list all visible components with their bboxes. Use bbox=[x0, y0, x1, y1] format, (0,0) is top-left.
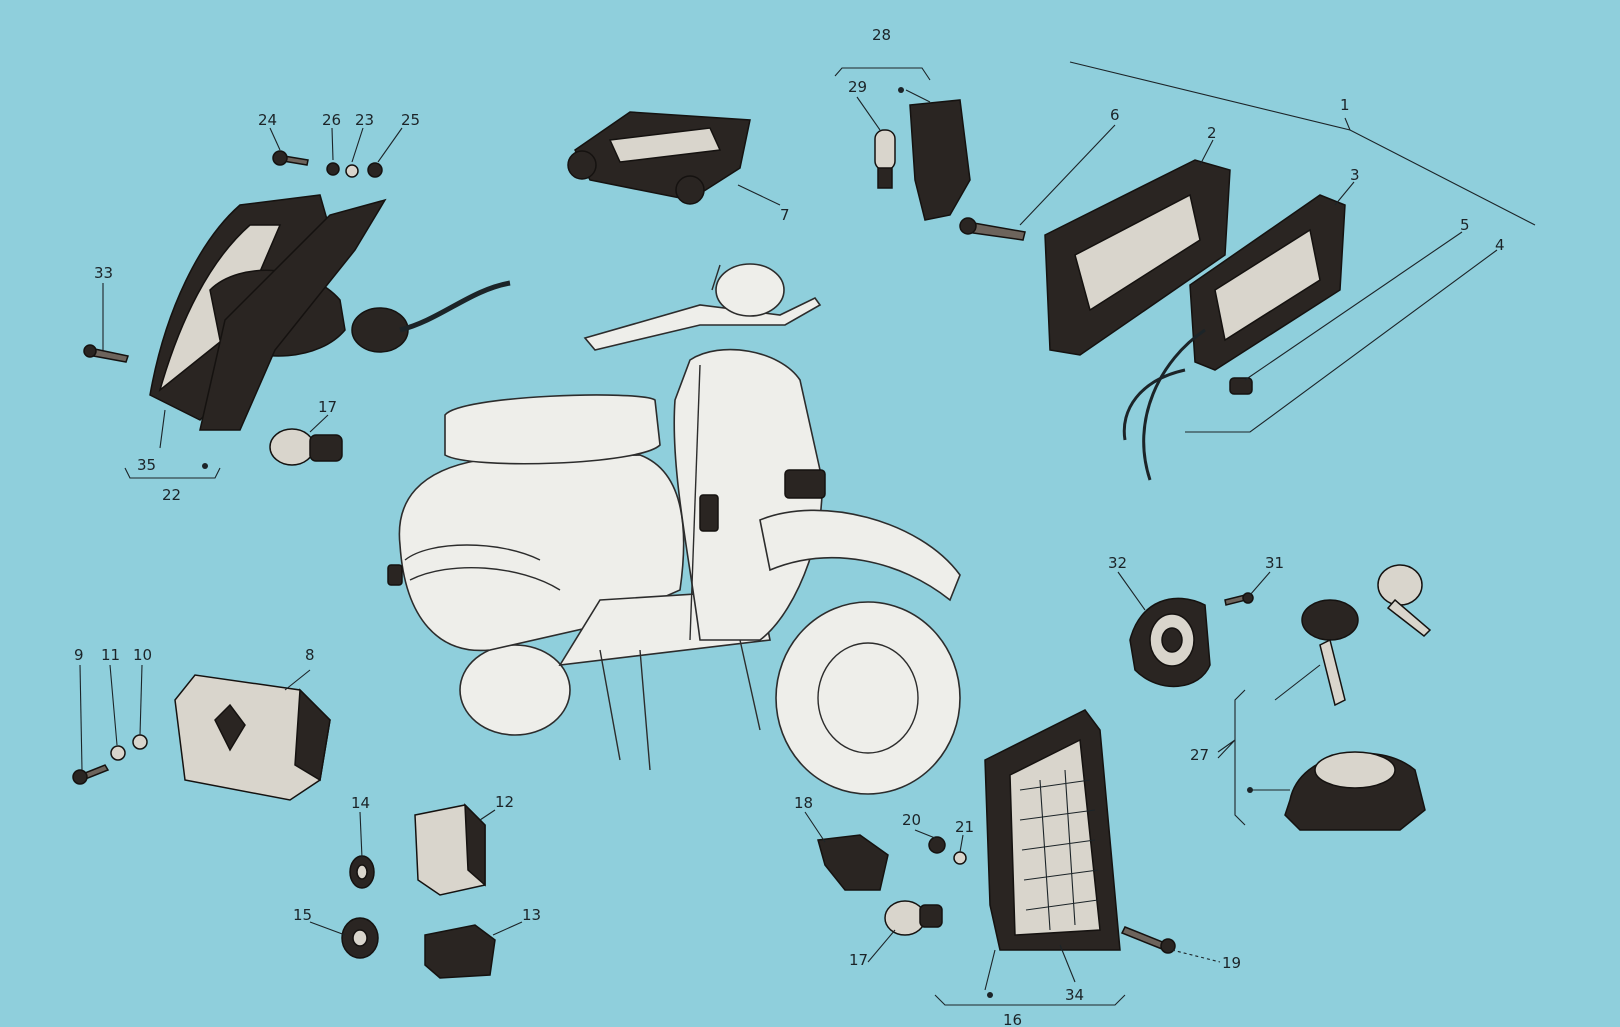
label-11: 11 bbox=[101, 646, 120, 664]
label-18: 18 bbox=[794, 794, 813, 812]
label-2: 2 bbox=[1207, 124, 1217, 142]
label-32: 32 bbox=[1108, 554, 1127, 572]
label-13: 13 bbox=[522, 906, 541, 924]
label-26: 26 bbox=[322, 111, 341, 129]
label-33: 33 bbox=[94, 264, 113, 282]
label-28: 28 bbox=[872, 26, 891, 44]
label-25: 25 bbox=[401, 111, 420, 129]
leader-lines bbox=[79, 61, 1536, 1006]
label-20: 20 bbox=[902, 811, 921, 829]
label-15: 15 bbox=[293, 906, 312, 924]
label-35: 35 bbox=[137, 456, 156, 474]
label-1: 1 bbox=[1340, 96, 1350, 114]
scooter-illustration bbox=[387, 263, 961, 795]
label-29: 29 bbox=[848, 78, 867, 96]
label-17-right: 17 bbox=[849, 951, 868, 969]
marker-dots bbox=[202, 87, 1253, 998]
label-27: 27 bbox=[1190, 746, 1209, 764]
label-17-left: 17 bbox=[318, 398, 337, 416]
label-31: 31 bbox=[1265, 554, 1284, 572]
label-22: 22 bbox=[162, 486, 181, 504]
label-7: 7 bbox=[780, 206, 790, 224]
parts-drawings bbox=[72, 99, 1432, 979]
label-8: 8 bbox=[305, 646, 315, 664]
label-19: 19 bbox=[1222, 954, 1241, 972]
label-6: 6 bbox=[1110, 106, 1120, 124]
label-16: 16 bbox=[1003, 1011, 1022, 1027]
label-5: 5 bbox=[1460, 216, 1470, 234]
label-14: 14 bbox=[351, 794, 370, 812]
label-34: 34 bbox=[1065, 986, 1084, 1004]
part-number-labels: 1 2 3 4 5 6 7 8 9 10 11 12 13 14 15 16 1… bbox=[74, 26, 1505, 1027]
label-3: 3 bbox=[1350, 166, 1360, 184]
label-24: 24 bbox=[258, 111, 277, 129]
label-21: 21 bbox=[955, 818, 974, 836]
label-9: 9 bbox=[74, 646, 84, 664]
label-12: 12 bbox=[495, 793, 514, 811]
label-10: 10 bbox=[133, 646, 152, 664]
label-4: 4 bbox=[1495, 236, 1505, 254]
label-23: 23 bbox=[355, 111, 374, 129]
